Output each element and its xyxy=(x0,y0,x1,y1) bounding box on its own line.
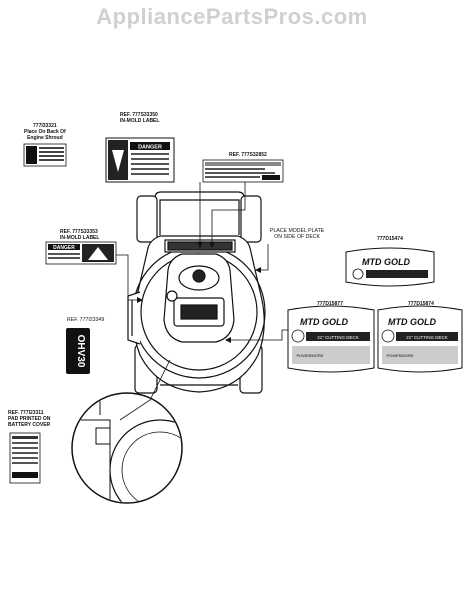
mtd-gold-text-3: MTD GOLD xyxy=(388,317,436,327)
ref-32852-decal xyxy=(202,159,284,183)
arrowheads xyxy=(137,242,261,343)
powermore-text-2: POWERMORE xyxy=(296,353,323,358)
part-15877-label: 777D15877 xyxy=(317,301,343,307)
battery-zoom-circle xyxy=(71,392,183,504)
part-15874-label: 777D15874 xyxy=(408,301,434,307)
deck-text-3: 21" CUTTING DECK xyxy=(406,335,448,340)
leader-lines xyxy=(116,182,292,421)
inmold-danger-decal-left: DANGER xyxy=(45,241,117,265)
mtd-gold-text-2: MTD GOLD xyxy=(300,317,348,327)
danger-text-left: DANGER xyxy=(53,245,75,251)
watermark: AppliancePartsPros.com xyxy=(96,4,368,29)
ohv-text: OHV30 xyxy=(75,335,86,368)
mtd-gold-text-1: MTD GOLD xyxy=(362,257,410,267)
ohv-decal: OHV30 xyxy=(66,328,90,374)
ref-23349-label: REF. 777I23349 xyxy=(67,317,105,323)
danger-text-top: DANGER xyxy=(138,145,162,151)
inmold-danger-decal-top: DANGER xyxy=(105,137,175,183)
mtd-gold-decal-15474: MTD GOLD xyxy=(345,247,435,287)
ref-32852-label: REF. 777S32852 xyxy=(229,152,267,158)
part-15474-label: 777D15474 xyxy=(377,236,403,242)
mtd-gold-decal-15874: MTD GOLD 21" CUTTING DECK POWERMORE xyxy=(377,305,463,373)
shroud-decal xyxy=(23,143,67,167)
battery-cover-decal xyxy=(9,432,41,484)
mtd-gold-decal-15877: MTD GOLD 21" CUTTING DECK POWERMORE xyxy=(287,305,375,373)
powermore-text-3: POWERMORE xyxy=(386,353,413,358)
deck-text-2: 21" CUTTING DECK xyxy=(317,335,359,340)
lawn-mower xyxy=(127,191,266,394)
